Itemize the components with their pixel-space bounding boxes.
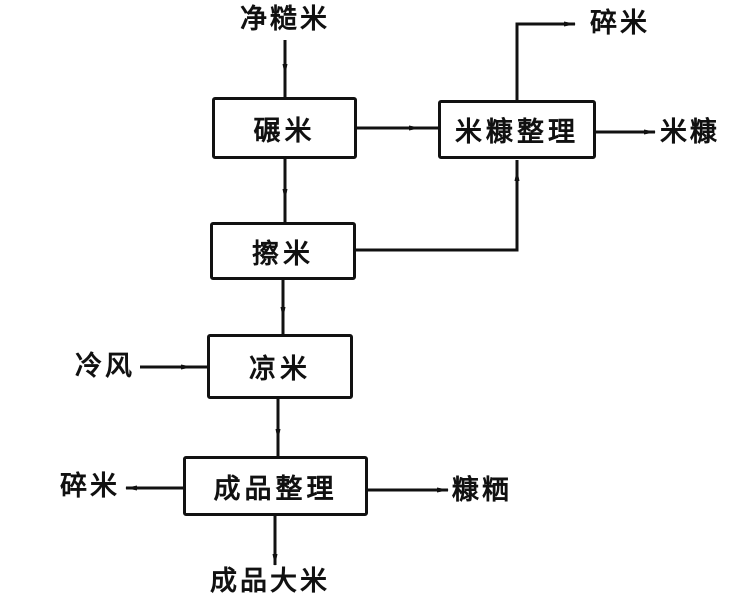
output-label-broken-rice-top: 碎米: [590, 8, 650, 39]
output-label-broken-rice-left: 碎米: [60, 471, 120, 502]
process-box-bran-processing: 米糠整理: [438, 100, 596, 159]
process-label-cooling: 凉米: [249, 354, 311, 385]
output-label-bran-residue: 糠粞: [452, 475, 512, 506]
process-box-cooling: 凉米: [207, 334, 353, 399]
process-label-bran-processing: 米糠整理: [455, 117, 579, 148]
output-label-finished-rice: 成品大米: [210, 566, 330, 597]
process-box-milling: 碾米: [212, 97, 357, 159]
output-label-rice-bran: 米糠: [660, 117, 720, 148]
edge-polishing-to-bran-processing: [355, 169, 520, 252]
process-label-product-processing: 成品整理: [213, 473, 338, 505]
process-box-polishing: 擦米: [210, 222, 356, 280]
process-label-milling: 碾米: [253, 115, 316, 147]
input-label-cold-air: 冷风: [75, 351, 135, 382]
process-box-product-processing: 成品整理: [183, 456, 368, 516]
edge-bran-processing-to-broken-rice: [515, 21, 576, 100]
process-label-polishing: 擦米: [252, 238, 314, 270]
input-label-brown-rice: 净糙米: [240, 4, 330, 35]
